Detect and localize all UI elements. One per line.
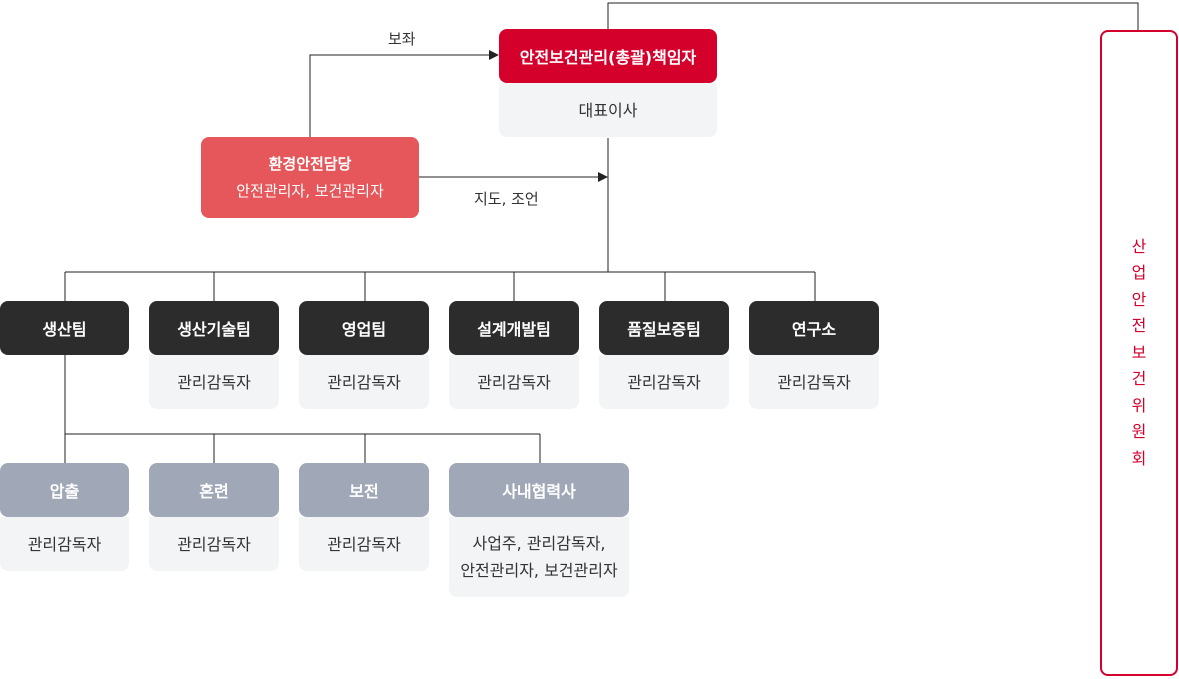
committee-char: 건	[1131, 369, 1147, 389]
team-role: 관리감독자	[749, 355, 879, 409]
team-name: 생산팀	[0, 301, 129, 355]
subteam-box-mixing: 관리감독자 혼련	[149, 463, 279, 571]
safety-committee-box: 산 업 안 전 보 건 위 원 회	[1100, 30, 1178, 676]
assist-arrowhead	[489, 50, 499, 60]
team-box-design: 관리감독자 설계개발팀	[449, 301, 579, 409]
team-name: 품질보증팀	[599, 301, 729, 355]
team-box-sales: 관리감독자 영업팀	[299, 301, 429, 409]
env-safety-title: 환경안전담당	[268, 154, 352, 173]
committee-char: 회	[1131, 448, 1147, 468]
committee-char: 전	[1131, 316, 1147, 336]
subteam-name: 혼련	[149, 463, 279, 517]
team-role: 관리감독자	[299, 355, 429, 409]
team-name: 연구소	[749, 301, 879, 355]
team-name: 설계개발팀	[449, 301, 579, 355]
subteam-box-partners: 사업주, 관리감독자, 안전관리자, 보건관리자 사내협력사	[449, 463, 629, 597]
env-safety-roles: 안전관리자, 보건관리자	[236, 181, 384, 200]
subteam-name: 사내협력사	[449, 463, 629, 517]
committee-char: 업	[1131, 263, 1147, 283]
committee-char: 산	[1131, 236, 1147, 256]
env-safety-box: 환경안전담당 안전관리자, 보건관리자	[201, 137, 419, 218]
subteam-role: 관리감독자	[0, 517, 129, 571]
committee-char: 보	[1131, 342, 1147, 362]
committee-char: 위	[1131, 395, 1147, 415]
team-name: 영업팀	[299, 301, 429, 355]
top-to-committee-line	[607, 2, 1139, 30]
subteam-role: 관리감독자	[299, 517, 429, 571]
guide-label: 지도, 조언	[474, 190, 539, 208]
assist-label: 보좌	[388, 30, 416, 48]
team-box-production-tech: 관리감독자 생산기술팀	[149, 301, 279, 409]
subteam-role-line: 안전관리자, 보건관리자	[460, 561, 618, 580]
subteam-name: 압출	[0, 463, 129, 517]
subteam-box-extrusion: 관리감독자 압출	[0, 463, 129, 571]
subteam-role: 사업주, 관리감독자, 안전관리자, 보건관리자	[449, 517, 629, 597]
guide-arrowhead	[598, 172, 608, 182]
top-manager-box: 대표이사 안전보건관리(총괄)책임자	[499, 29, 717, 137]
team-role: 관리감독자	[599, 355, 729, 409]
subteam-box-maintenance: 관리감독자 보전	[299, 463, 429, 571]
subteam-role: 관리감독자	[149, 517, 279, 571]
team-box-production: 생산팀	[0, 301, 129, 355]
top-manager-title: 안전보건관리(총괄)책임자	[499, 29, 717, 83]
assist-line	[309, 54, 490, 137]
committee-char: 안	[1131, 289, 1147, 309]
team-role: 관리감독자	[449, 355, 579, 409]
team-box-research: 관리감독자 연구소	[749, 301, 879, 409]
team-role: 관리감독자	[149, 355, 279, 409]
subteam-name: 보전	[299, 463, 429, 517]
top-manager-role: 대표이사	[499, 83, 717, 137]
team-box-quality: 관리감독자 품질보증팀	[599, 301, 729, 409]
committee-char: 원	[1131, 422, 1147, 442]
team-name: 생산기술팀	[149, 301, 279, 355]
subteam-role-line: 사업주, 관리감독자,	[472, 534, 606, 553]
